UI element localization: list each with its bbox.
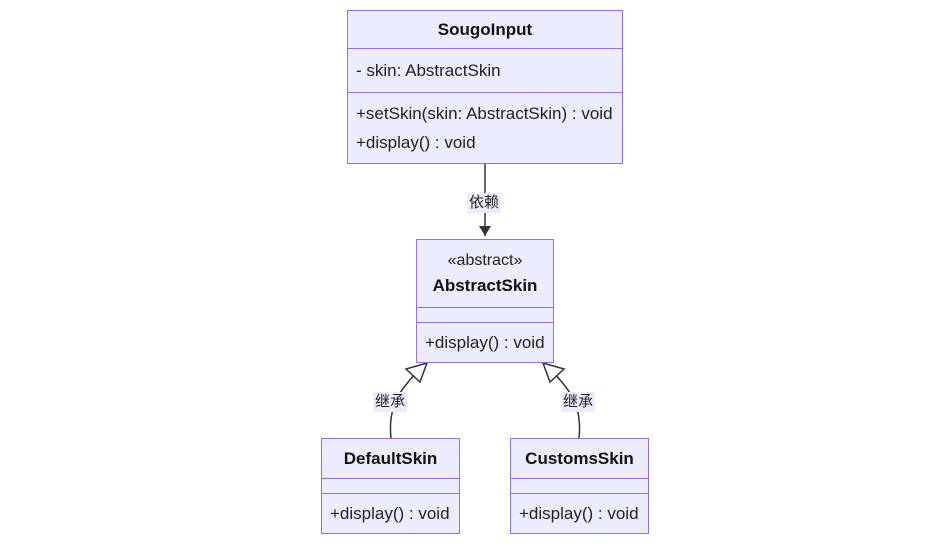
inheritance-triangle-customs [541, 361, 566, 384]
class-methods: +display() : void [417, 323, 553, 362]
method: +display() : void [425, 333, 545, 352]
class-attributes: - skin: AbstractSkin [348, 49, 622, 93]
class-default-skin: DefaultSkin +display() : void [321, 438, 460, 534]
class-header: SougoInput [348, 11, 622, 49]
class-attributes-empty [511, 479, 648, 494]
class-header: «abstract» AbstractSkin [417, 240, 553, 308]
class-abstract-skin: «abstract» AbstractSkin +display() : voi… [416, 239, 554, 363]
inheritance-label-right: 继承 [561, 392, 596, 412]
method: +setSkin(skin: AbstractSkin) : void [356, 104, 613, 123]
class-name: CustomsSkin [525, 448, 634, 468]
dependency-label: 依赖 [467, 193, 502, 213]
class-stereotype: «abstract» [447, 251, 523, 269]
class-methods: +setSkin(skin: AbstractSkin) : void +dis… [348, 93, 622, 163]
class-attributes-empty [417, 308, 553, 323]
class-name: AbstractSkin [432, 275, 538, 295]
class-customs-skin: CustomsSkin +display() : void [510, 438, 649, 534]
class-name: SougoInput [437, 19, 533, 39]
method: +display() : void [519, 504, 639, 523]
inheritance-label-left: 继承 [373, 392, 408, 412]
inheritance-triangle-default [404, 361, 429, 384]
class-methods: +display() : void [511, 494, 648, 533]
method: +display() : void [330, 504, 450, 523]
class-attributes-empty [322, 479, 459, 494]
class-methods: +display() : void [322, 494, 459, 533]
class-name: DefaultSkin [343, 448, 438, 468]
class-header: CustomsSkin [511, 439, 648, 479]
attribute: - skin: AbstractSkin [356, 61, 501, 80]
class-sougo-input: SougoInput - skin: AbstractSkin +setSkin… [347, 10, 623, 164]
method: +display() : void [356, 133, 476, 152]
class-header: DefaultSkin [322, 439, 459, 479]
